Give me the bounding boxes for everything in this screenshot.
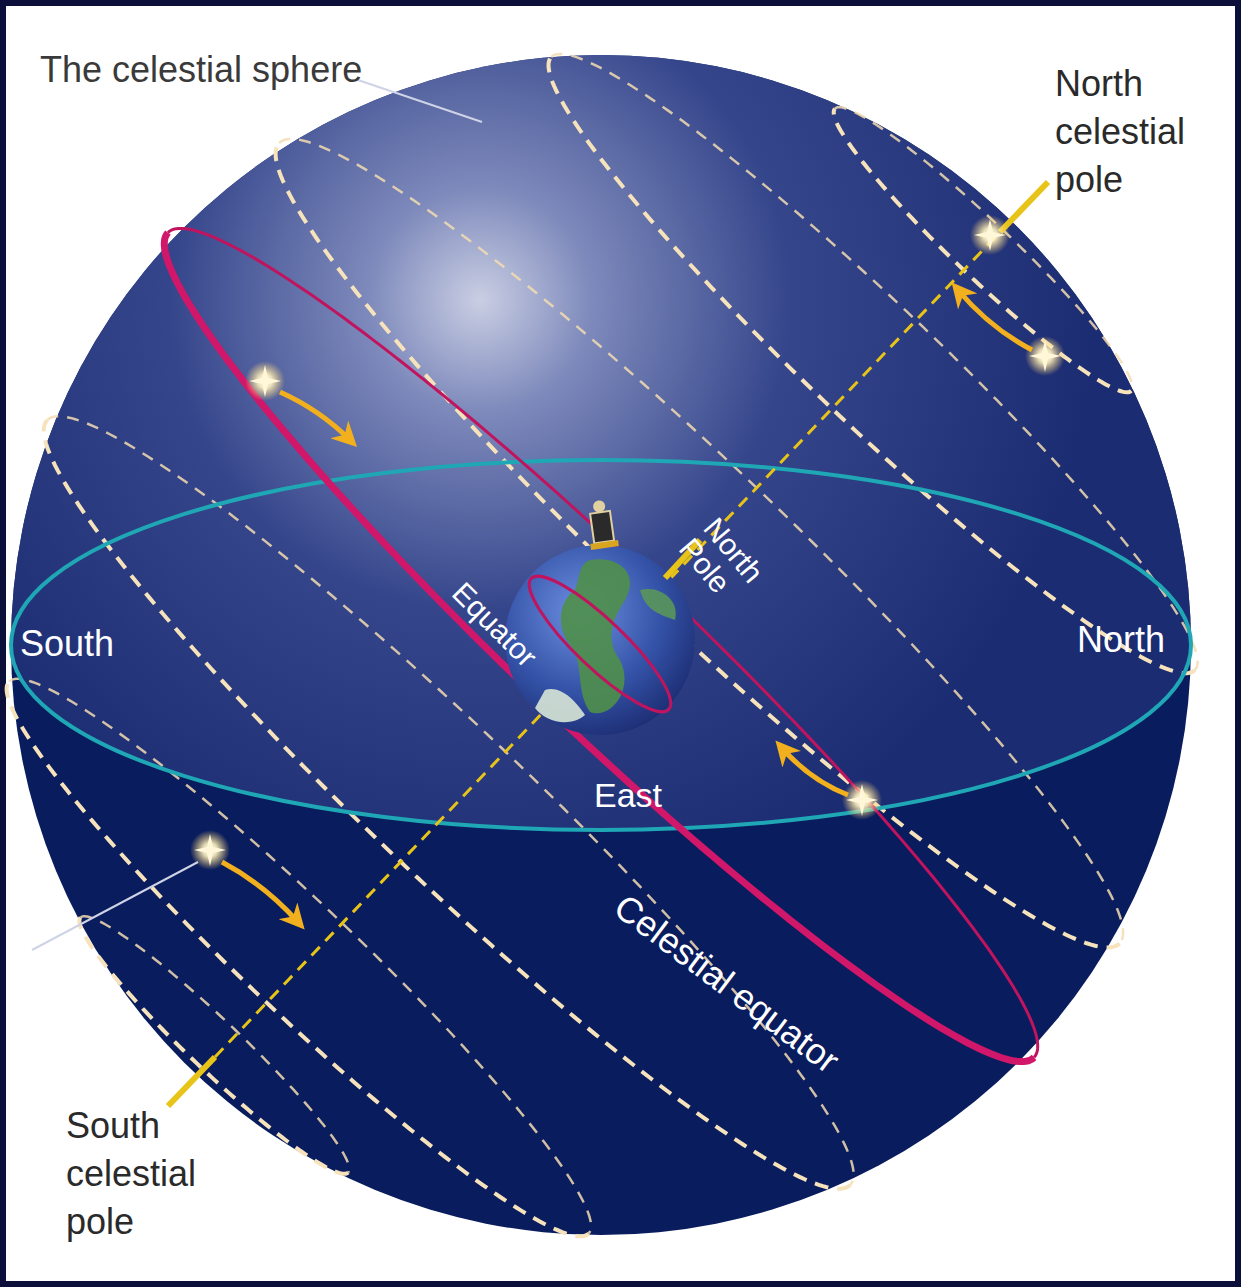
stars bbox=[190, 215, 1065, 870]
south-axis-end bbox=[168, 1057, 215, 1106]
motion-arrow bbox=[222, 862, 298, 922]
pole-label: South celestial pole bbox=[66, 1102, 226, 1246]
motion-arrow bbox=[782, 748, 848, 795]
star bbox=[194, 834, 226, 866]
star-path-back bbox=[47, 416, 853, 1185]
horizon-circle bbox=[11, 460, 1191, 830]
star-glow bbox=[842, 780, 882, 820]
star-path-front bbox=[44, 420, 850, 1189]
direction-label: South bbox=[20, 622, 114, 665]
equator-label: Celestial equator bbox=[606, 885, 848, 1082]
leader-line bbox=[32, 862, 198, 950]
pole-label: North Pole bbox=[673, 512, 786, 630]
observer bbox=[584, 499, 618, 550]
pole-label: North celestial pole bbox=[1055, 60, 1215, 204]
motion-arrow bbox=[280, 392, 350, 440]
star-glow bbox=[970, 215, 1010, 255]
polar-axis bbox=[215, 232, 1000, 1057]
continent bbox=[640, 589, 676, 620]
equator-label: Equator bbox=[445, 575, 545, 675]
star bbox=[1029, 340, 1061, 372]
leader-line bbox=[358, 80, 482, 122]
star-path-back bbox=[279, 139, 1123, 943]
star bbox=[846, 784, 878, 816]
sphere-label: The celestial sphere bbox=[40, 48, 362, 91]
sky-dome bbox=[11, 55, 1191, 830]
celestial-equator-front bbox=[164, 233, 1034, 1062]
star-glow bbox=[245, 361, 285, 401]
continent bbox=[535, 689, 585, 722]
star-paths bbox=[7, 54, 1198, 1236]
star bbox=[249, 365, 281, 397]
direction-label: North bbox=[1077, 618, 1165, 661]
star-path-back bbox=[9, 679, 591, 1234]
earth-equator bbox=[515, 561, 686, 727]
celestial-sphere bbox=[11, 55, 1191, 1235]
motion-arrow bbox=[958, 290, 1032, 350]
north-axis-end bbox=[1000, 182, 1048, 232]
frame-border bbox=[3, 3, 1238, 1284]
celestial-equator-back bbox=[168, 228, 1038, 1057]
star bbox=[974, 219, 1006, 251]
star-glow bbox=[1025, 336, 1065, 376]
direction-label: East bbox=[594, 775, 662, 816]
